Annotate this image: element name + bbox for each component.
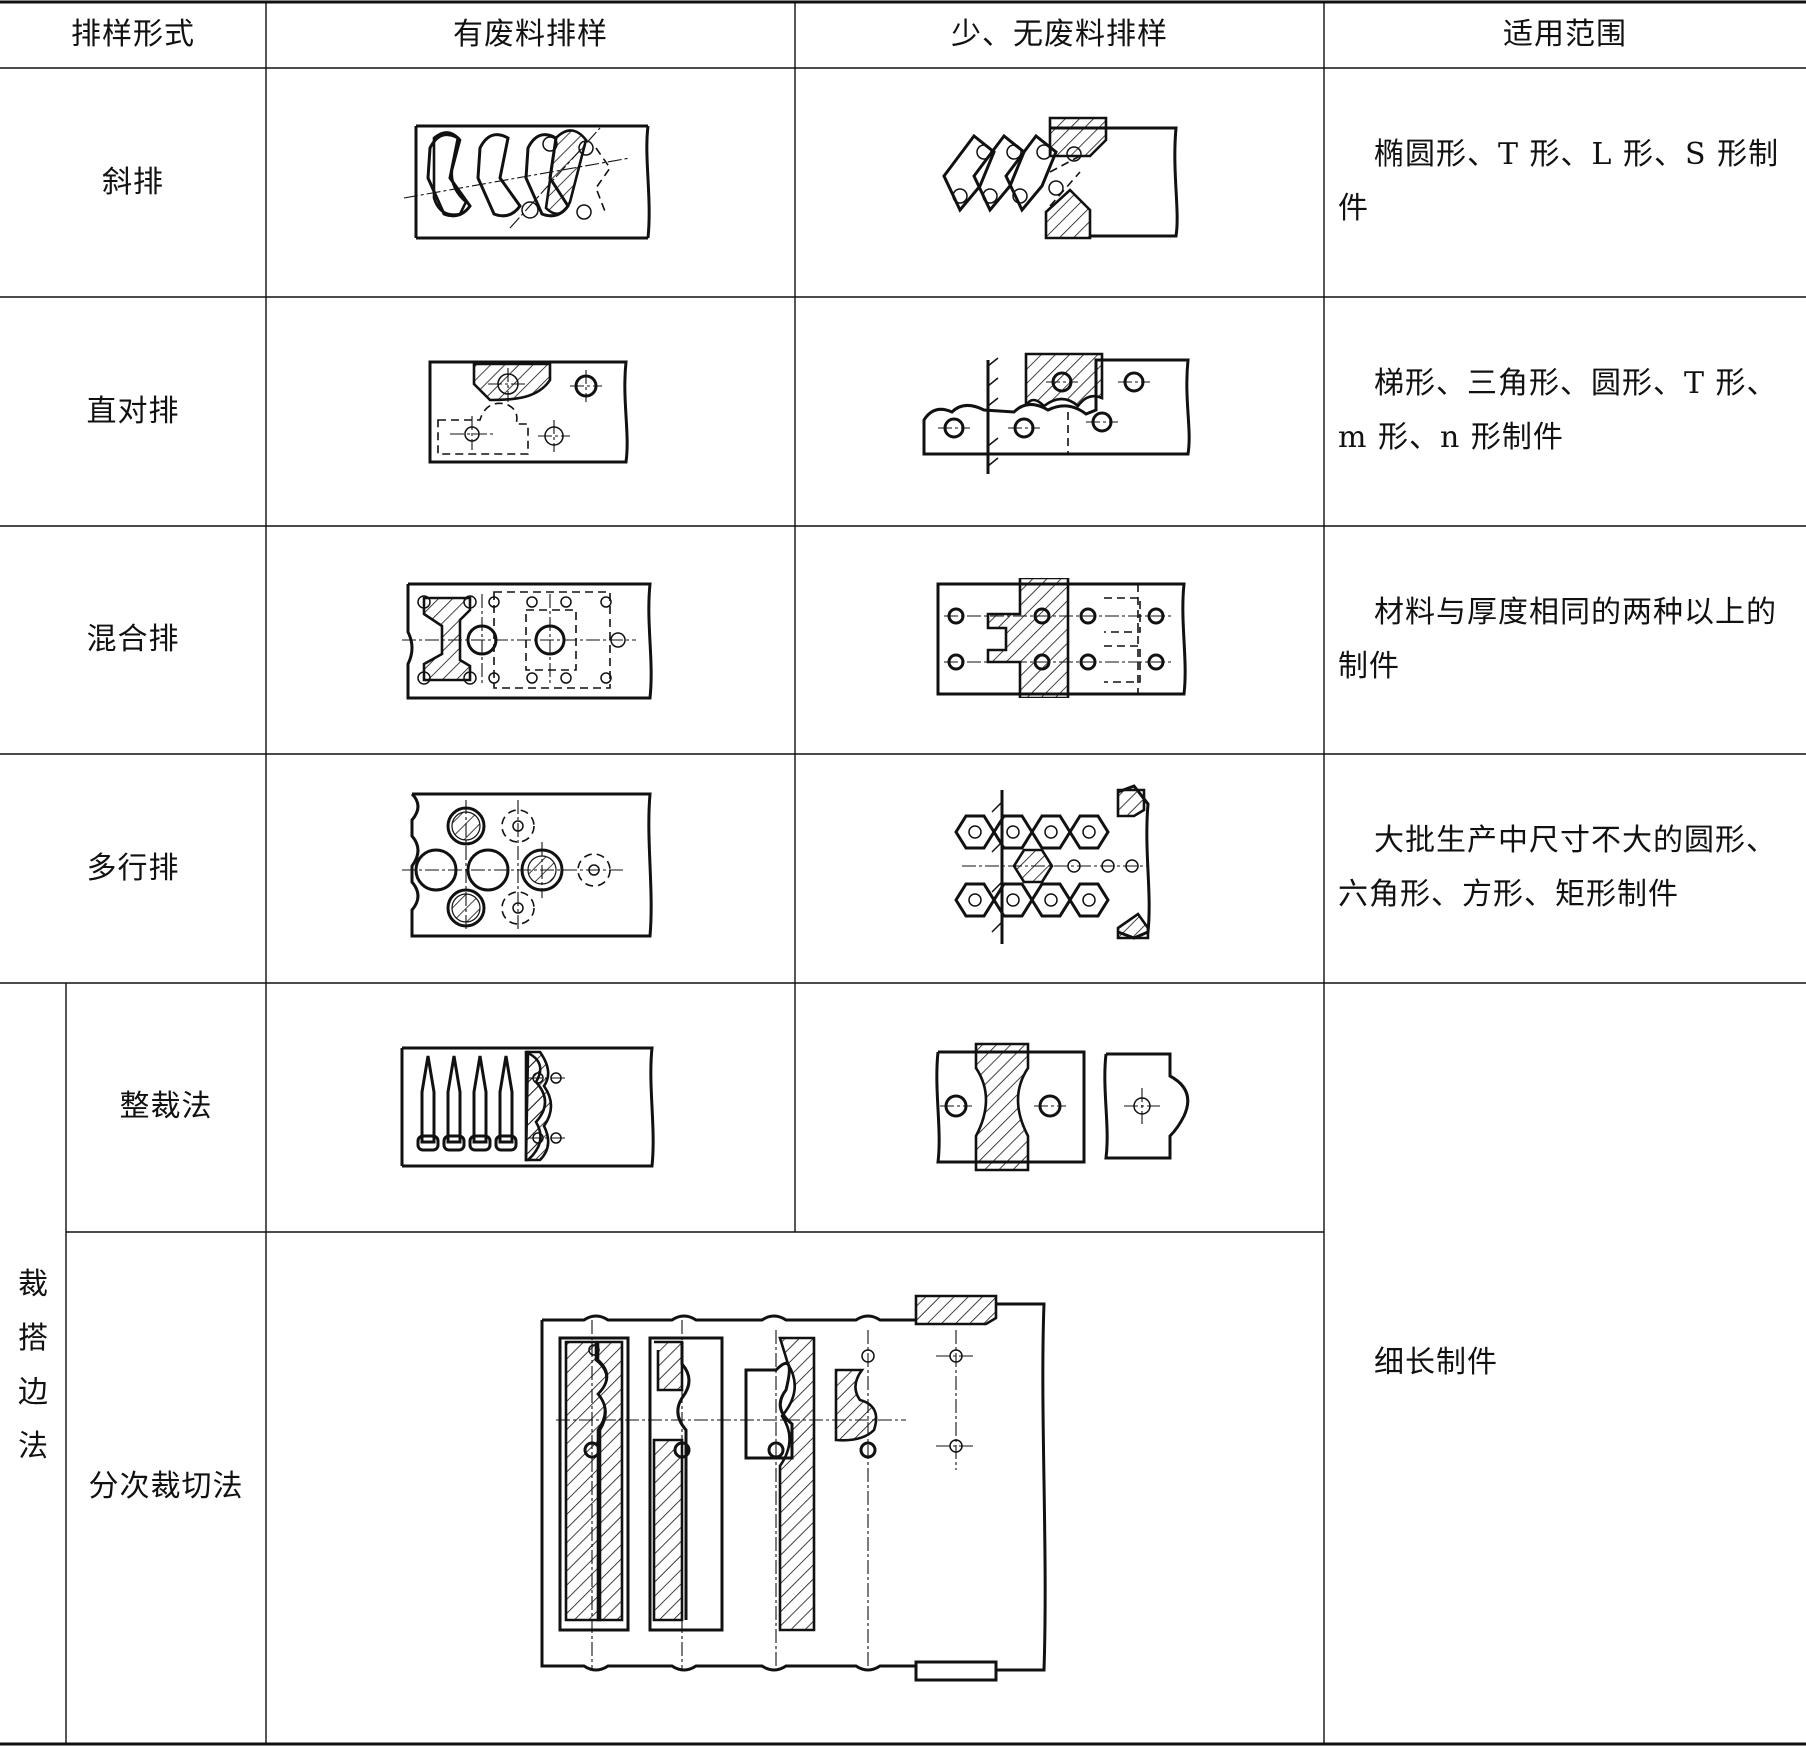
usage-direct: 梯形、三角形、圆形、T 形、m 形、n 形制件 [1338, 366, 1778, 455]
header-low-waste: 少、无废料排样 [951, 17, 1168, 52]
diagram-mixed-waste [402, 582, 653, 700]
usage-oblique: 椭圆形、T 形、L 形、S 形制件 [1338, 137, 1780, 226]
header-form: 排样形式 [71, 17, 195, 52]
diagram-oblique-low-waste [942, 116, 1179, 240]
diagram-direct-waste [428, 360, 629, 464]
diagram-mixed-low-waste [936, 578, 1187, 698]
row-label-multirow: 多行排 [86, 851, 180, 886]
row-label-whole-cut: 整裁法 [119, 1089, 213, 1124]
group-label-text: 裁搭边法 [18, 1267, 48, 1464]
diagram-oblique-waste [403, 124, 651, 240]
diagram-multirow-low-waste [954, 784, 1151, 944]
spike-parts [416, 1055, 518, 1152]
diagram-split-cut [540, 1294, 1047, 1682]
row-label-mixed: 混合排 [86, 622, 180, 657]
diagram-direct-low-waste [922, 352, 1191, 474]
group-label: 裁搭边法 [2, 1258, 64, 1474]
header-waste: 有废料排样 [453, 17, 608, 52]
diagram-whole-cut-waste [400, 1046, 655, 1168]
diagram-multirow-waste [402, 792, 653, 938]
usage-mixed: 材料与厚度相同的两种以上的制件 [1338, 595, 1777, 684]
header-usage: 适用范围 [1503, 17, 1627, 52]
usage-multirow: 大批生产中尺寸不大的圆形、六角形、方形、矩形制件 [1338, 823, 1777, 912]
usage-slender: 细长制件 [1374, 1345, 1498, 1380]
row-label-oblique: 斜排 [102, 165, 164, 200]
row-label-split-cut: 分次裁切法 [88, 1469, 244, 1504]
diagram-whole-cut-low-waste [935, 1042, 1190, 1172]
row-label-direct: 直对排 [86, 394, 180, 429]
